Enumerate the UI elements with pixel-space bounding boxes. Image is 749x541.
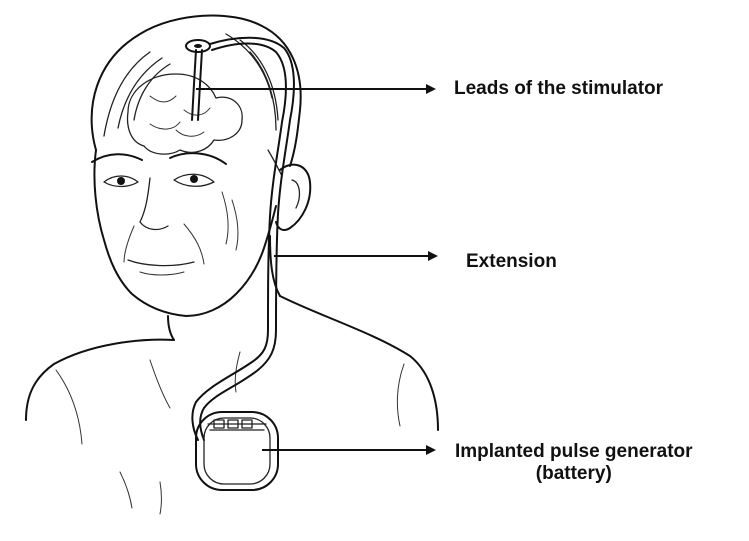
leads-label: Leads of the stimulator — [454, 78, 663, 100]
burr-hole-cap — [186, 40, 210, 52]
generator-label-line1: Implanted pulse generator — [455, 441, 693, 463]
generator-label: Implanted pulse generator (battery) — [455, 441, 693, 485]
neck-left — [168, 316, 174, 340]
extension-label: Extension — [466, 251, 557, 273]
neck-right — [270, 236, 280, 296]
generator-arrowhead — [426, 445, 436, 455]
generator-label-line2: (battery) — [455, 463, 693, 485]
arrows — [196, 84, 438, 455]
extension-arrowhead — [428, 251, 438, 261]
electrode-lead-2 — [198, 50, 202, 120]
face — [92, 150, 276, 316]
extension-wire — [192, 38, 294, 440]
brain — [128, 74, 243, 154]
leads-arrowhead — [426, 84, 436, 94]
ear-inner — [292, 180, 299, 208]
torso-outline — [26, 296, 438, 514]
electrode-lead — [192, 50, 196, 120]
